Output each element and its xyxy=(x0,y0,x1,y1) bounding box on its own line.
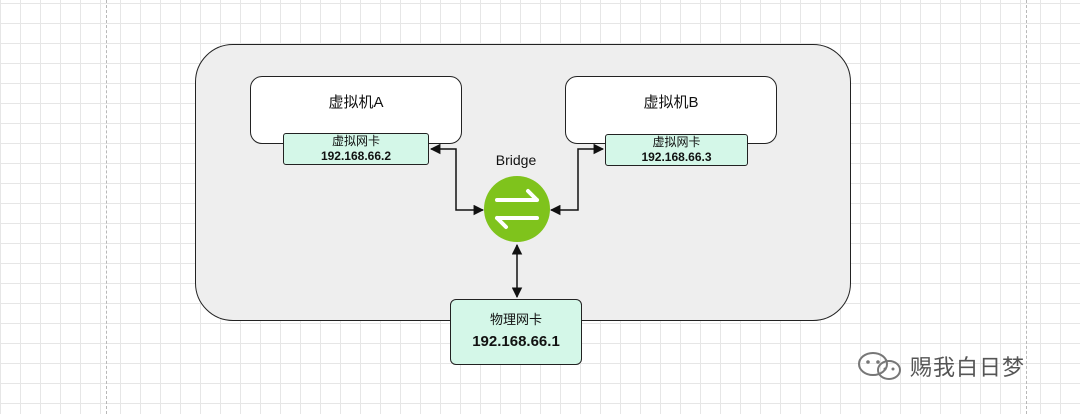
connector-vm-b-bridge xyxy=(549,143,605,216)
vm-a-label: 虚拟机A xyxy=(328,93,384,111)
vm-a-nic-label: 虚拟网卡 xyxy=(331,134,380,148)
physical-nic[interactable]: 物理网卡 192.168.66.1 xyxy=(450,299,582,365)
vm-b-nic-label: 虚拟网卡 xyxy=(652,135,701,149)
vm-a-nic-ip: 192.168.66.2 xyxy=(320,149,392,163)
physical-nic-ip: 192.168.66.1 xyxy=(472,333,560,351)
vm-b-box[interactable]: 虚拟机B xyxy=(565,76,777,144)
bridge-label: Bridge xyxy=(495,152,537,168)
vm-a-nic[interactable]: 虚拟网卡 192.168.66.2 xyxy=(283,133,429,165)
vm-a-box[interactable]: 虚拟机A xyxy=(250,76,462,144)
wechat-icon xyxy=(858,352,901,380)
vm-b-nic[interactable]: 虚拟网卡 192.168.66.3 xyxy=(605,134,748,166)
page-guide-left xyxy=(106,0,107,414)
page-guide-right xyxy=(1026,0,1027,414)
connector-vm-a-bridge xyxy=(429,143,485,216)
watermark-text: 赐我白日梦 xyxy=(910,355,1026,380)
vm-b-nic-ip: 192.168.66.3 xyxy=(641,150,712,164)
swap-arrows-icon xyxy=(495,189,539,229)
physical-nic-label: 物理网卡 xyxy=(489,312,542,327)
bridge-node[interactable] xyxy=(484,176,550,242)
vm-b-label: 虚拟机B xyxy=(643,93,699,111)
watermark: 赐我白日梦 xyxy=(856,350,1025,382)
